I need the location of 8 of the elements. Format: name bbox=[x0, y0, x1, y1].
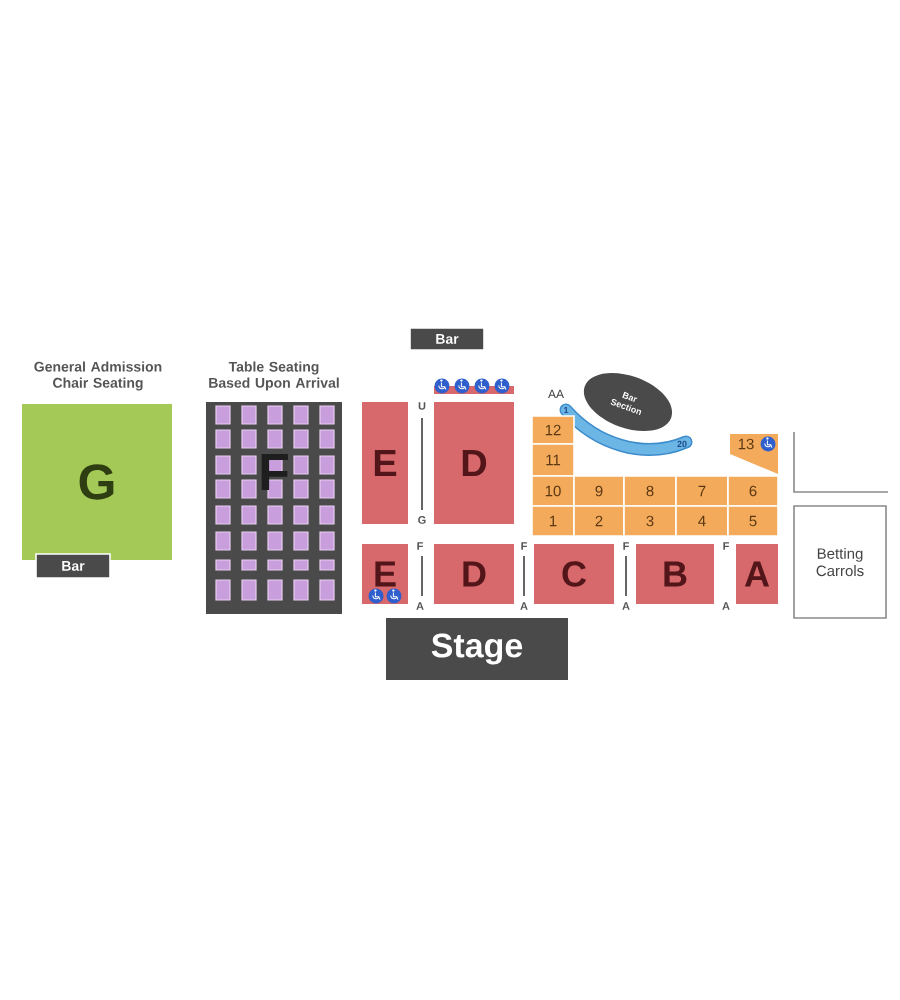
seating-section: B bbox=[636, 544, 714, 604]
seating-section: D bbox=[434, 402, 514, 524]
stage-box: Stage bbox=[386, 618, 568, 680]
seating-section: G bbox=[22, 404, 172, 560]
seating-section: A bbox=[736, 544, 778, 604]
seating-section: D bbox=[434, 544, 514, 604]
seating-section: E bbox=[362, 402, 408, 524]
seating-section: C bbox=[534, 544, 614, 604]
